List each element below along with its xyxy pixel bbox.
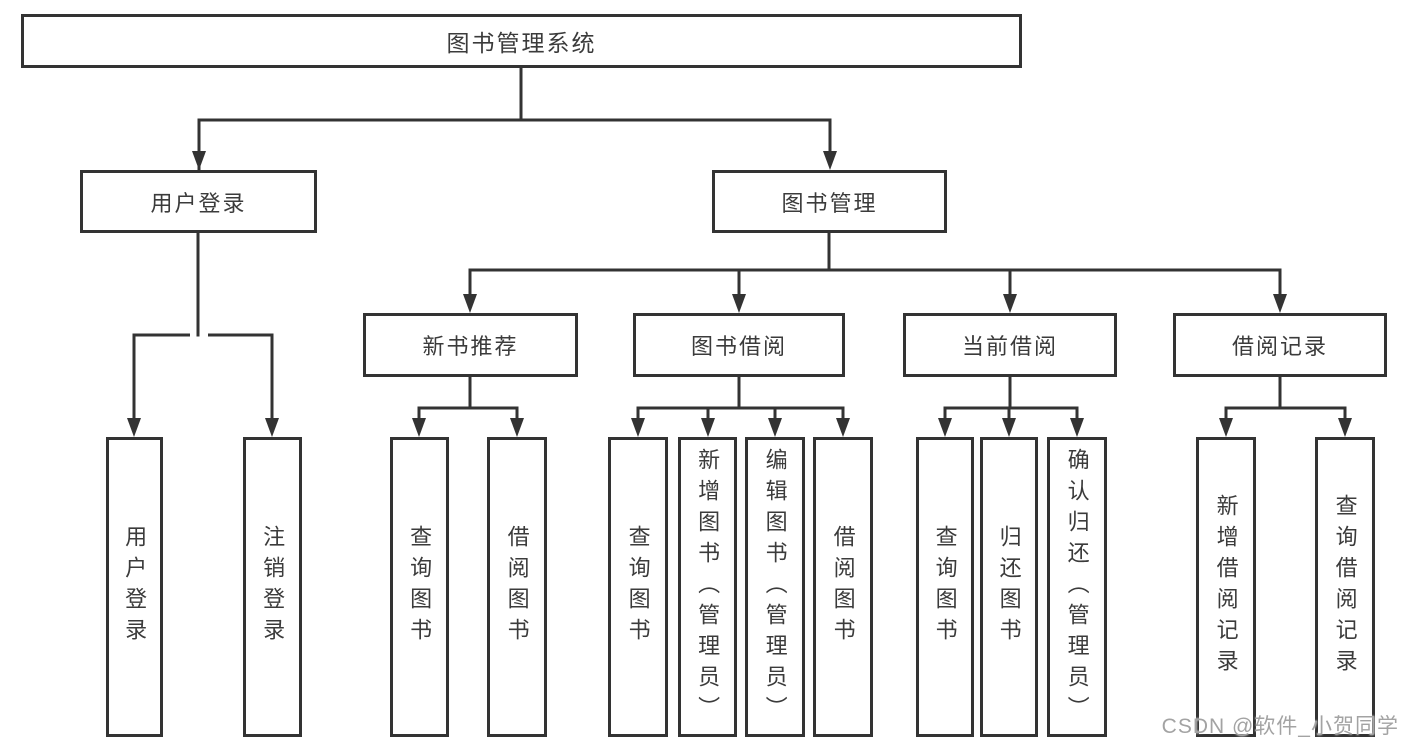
node-label: 用户登录 [150,190,247,216]
leaf-label: 新增图书（管理员） [695,447,721,727]
leaf-label: 借阅图书 [504,525,530,649]
node-label: 新书推荐 [422,334,519,359]
arrow-down-icon [1003,294,1017,313]
arrow-down-icon [127,418,141,437]
leaf-label: 新增借阅记录 [1213,494,1239,680]
arrow-down-icon [836,418,850,437]
arrow-down-icon [823,151,837,170]
node-label: 借阅记录 [1231,334,1328,359]
arrow-down-icon [1002,418,1016,437]
leaf-user-login: 用户登录 [106,437,163,737]
arrow-down-icon [1219,418,1233,437]
arrow-down-icon [265,418,279,437]
leaf-label: 用户登录 [122,525,148,649]
node-label: 图书管理系统 [446,30,597,56]
leaf-borrowing-edit-books-admin: 编辑图书（管理员） [745,437,805,737]
leaf-records-add-record: 新增借阅记录 [1196,437,1256,737]
arrowheads [127,151,1352,437]
arrow-down-icon [701,418,715,437]
leaf-label: 查询图书 [407,525,433,649]
watermark: CSDN @软件_小贺同学 [1161,715,1399,738]
leaf-label: 查询借阅记录 [1332,494,1358,680]
connector-path [132,66,1347,424]
node-library-management-system: 图书管理系统 [21,14,1022,68]
leaf-label: 注销登录 [260,525,286,649]
arrow-down-icon [732,294,746,313]
node-label: 图书借阅 [690,334,787,359]
arrow-down-icon [1338,418,1352,437]
node-current-borrowing: 当前借阅 [903,313,1117,377]
arrow-down-icon [631,418,645,437]
arrow-down-icon [510,418,524,437]
leaf-label: 确认归还（管理员） [1064,447,1090,727]
arrow-down-icon [463,294,477,313]
leaf-current-confirm-return-admin: 确认归还（管理员） [1047,437,1107,737]
leaf-logout: 注销登录 [243,437,302,737]
node-label: 当前借阅 [961,334,1058,359]
leaf-recommend-borrow-books: 借阅图书 [487,437,547,737]
node-book-management: 图书管理 [712,170,947,233]
leaf-borrowing-borrow-books: 借阅图书 [813,437,873,737]
leaf-current-return-books: 归还图书 [980,437,1038,737]
leaf-label: 归还图书 [996,525,1022,649]
leaf-label: 查询图书 [932,525,958,649]
arrow-down-icon [768,418,782,437]
leaf-borrowing-add-books-admin: 新增图书（管理员） [678,437,737,737]
arrow-down-icon [412,418,426,437]
arrow-down-icon [192,151,206,170]
leaf-label: 编辑图书（管理员） [762,447,788,727]
node-borrowing-records: 借阅记录 [1173,313,1387,377]
leaf-records-query-record: 查询借阅记录 [1315,437,1375,737]
connector-path-left-redraw [196,118,201,337]
node-label: 图书管理 [781,190,878,216]
arrow-down-icon [1273,294,1287,313]
arrow-down-icon [1070,418,1084,437]
arrow-down-icon [938,418,952,437]
leaf-label: 查询图书 [625,525,651,649]
leaf-borrowing-query-books: 查询图书 [608,437,668,737]
node-new-book-recommendation: 新书推荐 [363,313,578,377]
node-user-login: 用户登录 [80,170,317,233]
node-book-borrowing: 图书借阅 [633,313,845,377]
leaf-label: 借阅图书 [830,525,856,649]
leaf-recommend-query-books: 查询图书 [390,437,449,737]
leaf-current-query-books: 查询图书 [916,437,974,737]
